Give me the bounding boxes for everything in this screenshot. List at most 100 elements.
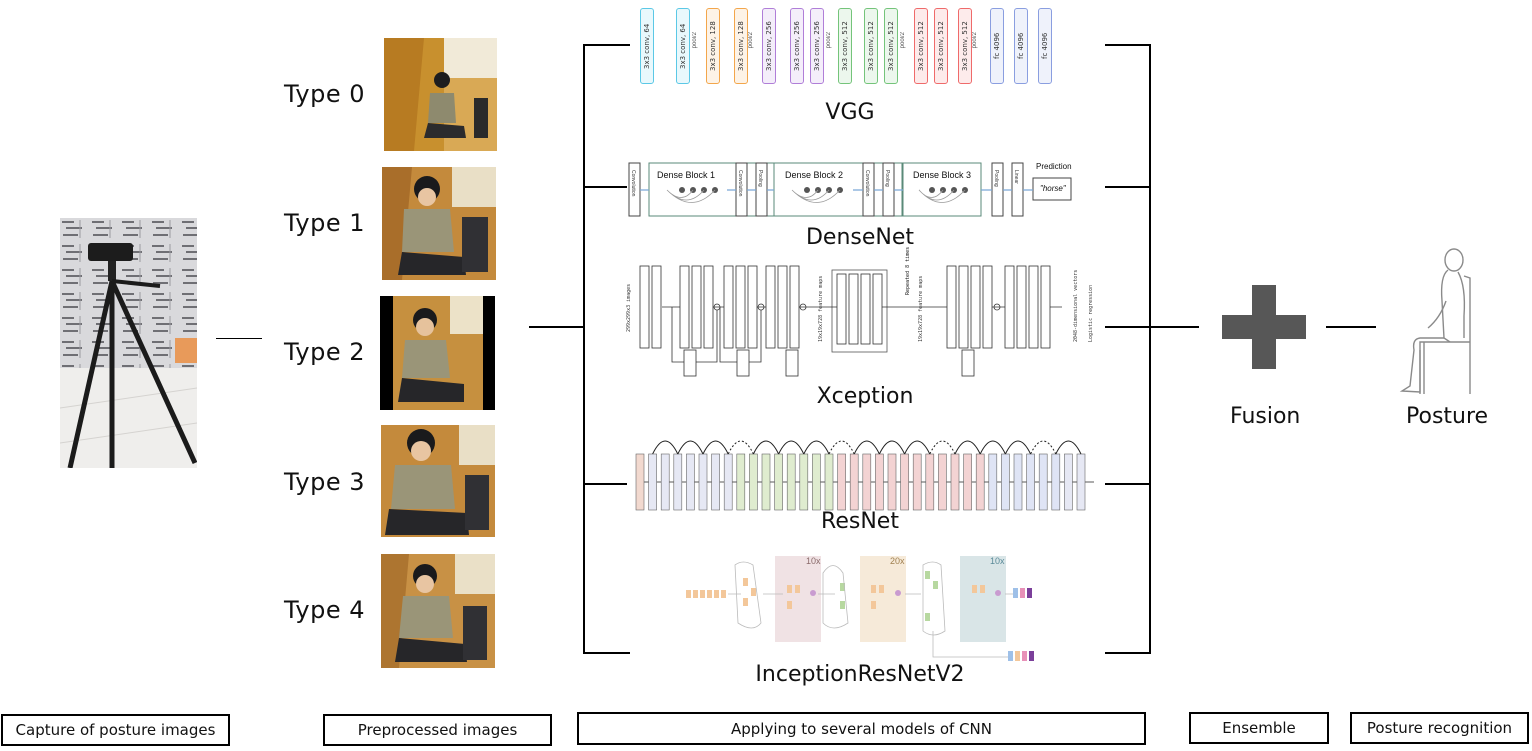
resnet-skip: [652, 440, 679, 455]
densenet-layer-label: Convolution: [864, 170, 870, 197]
resnet-skip: [853, 440, 880, 455]
vgg-pool-label: pool/2: [826, 32, 832, 49]
inception-multiplier-1: 10x: [806, 556, 821, 566]
resnet-skip: [1055, 440, 1082, 455]
resnet-skip: [878, 440, 906, 455]
densenet-layer-label: Convolution: [737, 170, 743, 197]
stage-ensemble: Ensemble: [1189, 712, 1329, 744]
resnet-layer: [698, 453, 708, 511]
resnet-skip: [778, 440, 805, 455]
resnet-layer: [1051, 453, 1061, 511]
right-bracket: [1105, 44, 1151, 654]
type-label-3: Type 3: [284, 468, 366, 496]
right-tick-densenet: [1105, 186, 1149, 188]
inception-multiplier-2: 20x: [890, 556, 905, 566]
connector-capture: [216, 338, 262, 339]
posture-label: Posture: [1406, 404, 1489, 429]
vgg-layer: 3x3 conv, 512: [838, 8, 852, 84]
preprocessed-image-0: [384, 38, 497, 151]
preprocessed-image-4: [381, 554, 495, 668]
vgg-layer: 3x3 conv, 512: [914, 8, 928, 84]
resnet-layer: [837, 453, 846, 511]
vgg-layer: 3x3 conv, 256: [810, 8, 824, 84]
model-label-densenet: DenseNet: [805, 225, 915, 250]
densenet-diagram: [627, 160, 1087, 220]
resnet-layer: [1038, 453, 1048, 511]
densenet-layer-label: Pooling: [993, 170, 999, 187]
vgg-pool-label: pool/2: [692, 32, 698, 49]
type-label-2: Type 2: [284, 338, 366, 366]
resnet-layer: [648, 453, 657, 511]
vgg-layer: fc 4096: [1038, 8, 1052, 84]
densenet-block-1-label: Dense Block 1: [657, 170, 716, 180]
resnet-layer: [660, 453, 670, 511]
resnet-layer: [1064, 453, 1073, 511]
connector-to-fusion: [1149, 326, 1199, 328]
vgg-layer: 3x3 conv, 512: [864, 8, 878, 84]
resnet-diagram: [634, 432, 1096, 512]
xception-diagram: 299x299x3 images 19x19x728 feature maps …: [622, 262, 1102, 380]
capture-photo: [60, 218, 197, 468]
vgg-layer: 3x3 conv, 512: [958, 8, 972, 84]
svg-text:2048-dimensional vectors: 2048-dimensional vectors: [1073, 270, 1079, 342]
densenet-block-2-label: Dense Block 2: [785, 170, 844, 180]
connector-to-posture: [1326, 326, 1376, 328]
resnet-layer: [1013, 453, 1023, 511]
vgg-layer: 3x3 conv, 256: [762, 8, 776, 84]
inception-multiplier-3: 10x: [990, 556, 1005, 566]
svg-text:19x19x728 feature maps: 19x19x728 feature maps: [918, 276, 924, 342]
model-label-vgg: VGG: [825, 100, 875, 125]
fusion-label: Fusion: [1230, 404, 1301, 429]
stage-capture: Capture of posture images: [1, 714, 230, 746]
resnet-layer: [1026, 453, 1035, 511]
resnet-layer: [749, 453, 758, 511]
resnet-layer: [824, 453, 834, 511]
resnet-layer: [875, 453, 884, 511]
resnet-skip: [929, 440, 956, 455]
resnet-layer: [925, 453, 935, 511]
resnet-skip: [954, 440, 981, 455]
resnet-skip: [752, 440, 780, 455]
left-tick-resnet: [583, 483, 627, 485]
vgg-layer: 3x3 conv, 512: [934, 8, 948, 84]
inceptionresnetv2-diagram: [683, 553, 1043, 665]
resnet-layer: [686, 453, 695, 511]
resnet-skip: [828, 440, 855, 455]
vgg-layer: 3x3 conv, 64: [676, 8, 690, 84]
model-label-inceptionresnetv2: InceptionResNetV2: [755, 662, 965, 687]
resnet-skip: [677, 440, 704, 455]
resnet-layer: [849, 453, 859, 511]
vgg-layer: 3x3 conv, 64: [640, 8, 654, 84]
preprocessed-image-1: [382, 167, 496, 280]
model-label-xception: Xception: [816, 384, 914, 409]
vgg-layer: 3x3 conv, 128: [706, 8, 720, 84]
vgg-layer: 3x3 conv, 512: [884, 8, 898, 84]
densenet-layer-label: Pooling: [757, 170, 763, 187]
resnet-layer: [900, 453, 909, 511]
resnet-layer: [862, 453, 872, 511]
resnet-layer: [950, 453, 960, 511]
resnet-layer: [812, 453, 821, 511]
resnet-skip: [803, 440, 830, 455]
resnet-skip: [1004, 440, 1032, 455]
resnet-layer: [761, 453, 771, 511]
resnet-layer: [988, 453, 998, 511]
vgg-pool-label: pool/2: [748, 32, 754, 49]
resnet-layer: [711, 453, 720, 511]
preprocessed-image-2: [380, 296, 495, 410]
resnet-layer: [912, 453, 922, 511]
preprocessed-image-3: [381, 425, 495, 537]
type-label-0: Type 0: [284, 80, 366, 108]
densenet-layer-label: Convolution: [630, 170, 636, 197]
resnet-skip: [904, 440, 931, 455]
resnet-skip: [702, 440, 729, 455]
svg-text:299x299x3 images: 299x299x3 images: [626, 284, 632, 332]
posture-figure-icon: [1392, 246, 1480, 396]
stage-applying: Applying to several models of CNN: [577, 712, 1146, 745]
densenet-prediction-value: "horse": [1040, 184, 1066, 193]
resnet-layer: [736, 453, 746, 511]
resnet-skip: [979, 440, 1006, 455]
right-tick-xception: [1105, 326, 1149, 328]
svg-text:19x19x728 feature maps: 19x19x728 feature maps: [818, 276, 824, 342]
resnet-layer: [975, 453, 985, 511]
